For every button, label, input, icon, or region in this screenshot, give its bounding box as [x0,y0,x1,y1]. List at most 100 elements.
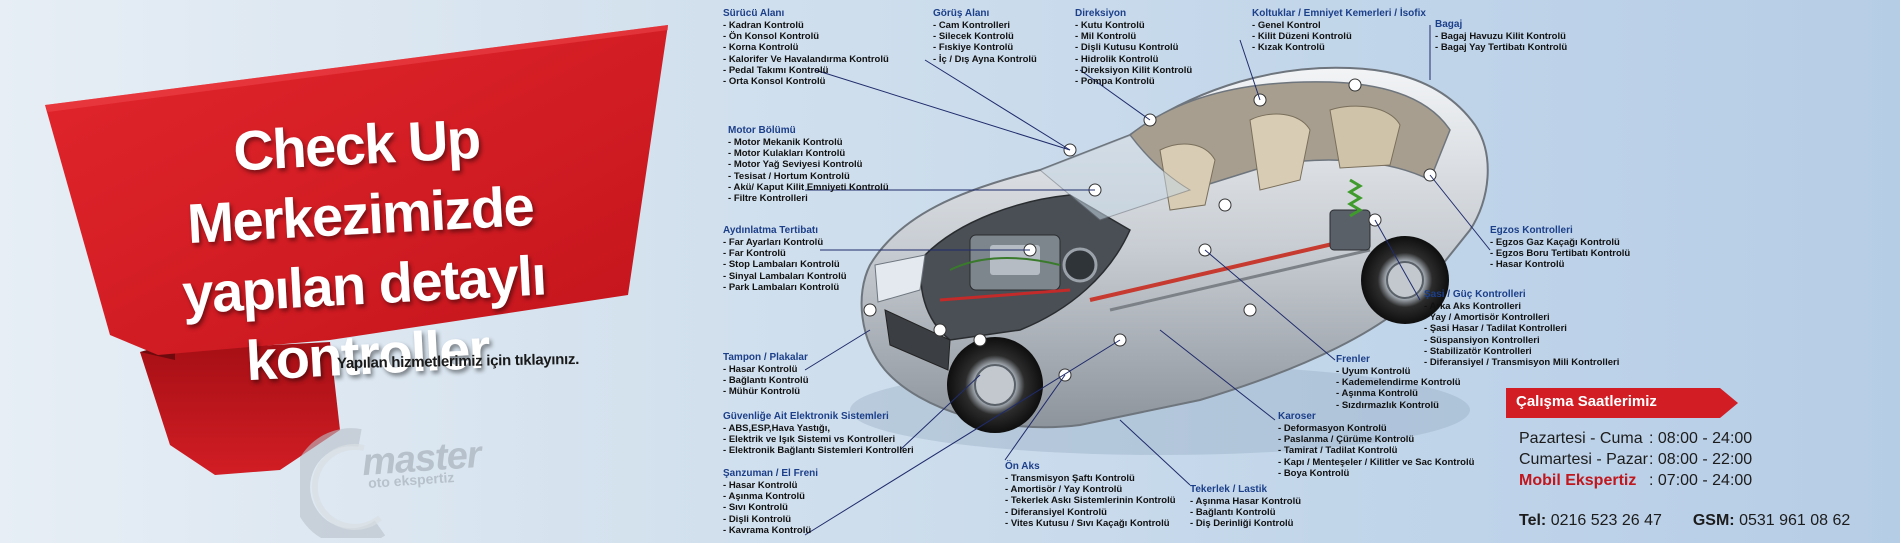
list-item: Hasar Kontrolü [1490,259,1630,270]
list-item: Şasi Hasar / Tadilat Kontrolleri [1424,323,1619,334]
list-item: Kapı / Menteşeler / Kilitler ve Sac Kont… [1278,457,1475,468]
group-title: Karoser [1278,411,1316,422]
group-title: Görüş Alanı [933,8,990,19]
group-engine: Motor Bölümü Motor Mekanik KontrolüMotor… [728,124,889,204]
list-item: Akü/ Kaput Kilit Emniyeti Kontrolü [728,182,888,193]
group-transmission: Şanzuman / El Freni Hasar KontrolüAşınma… [723,467,818,536]
list-item: Arka Aks Kontrolleri [1424,301,1619,312]
list-item: Kilit Düzeni Kontrolü [1252,31,1426,42]
list-item: Korna Kontrolü [723,42,889,53]
list-item: Sızdırmazlık Kontrolü [1336,400,1461,411]
hours-day: Mobil Ekspertiz [1519,472,1637,489]
list-item: Hidrolik Kontrolü [1075,54,1192,65]
list-item: Dişli Kontrolü [723,514,818,525]
list-item: Sinyal Lambaları Kontrolü [723,271,847,282]
group-visibility: Görüş Alanı Cam KontrolleriSilecek Kontr… [933,7,1037,65]
group-title: Koltuklar / Emniyet Kemerleri / İsofix [1252,8,1426,19]
group-title: Güvenliğe Ait Elektronik Sistemleri [723,411,889,422]
group-title: Egzos Kontrolleri [1490,225,1573,236]
tel-label: Tel: [1519,512,1547,529]
list-item: Egzos Boru Tertibatı Kontrolü [1490,248,1630,259]
list-item: Uyum Kontrolü [1336,366,1461,377]
group-chassis: Şasi / Güç Kontrolleri Arka Aks Kontroll… [1424,288,1619,368]
list-item: Direksiyon Kilit Kontrolü [1075,65,1192,76]
list-item: Bağlantı Kontrolü [723,375,809,386]
logo-swoosh-icon [300,428,386,538]
group-title: Bagaj [1435,19,1463,30]
group-title: Sürücü Alanı [723,8,785,19]
list-item: Kalorifer Ve Havalandırma Kontrolü [723,54,889,65]
list-item: Diferansiyel / Transmisyon Mili Kontroll… [1424,357,1620,368]
hours-row-mobile: Mobil Ekspertiz : 07:00 - 24:00 [1519,470,1752,491]
group-seats: Koltuklar / Emniyet Kemerleri / İsofix G… [1252,7,1426,54]
list-item: Yay / Amortisör Kontrolleri [1424,312,1619,323]
hours-time: : 07:00 - 24:00 [1649,472,1753,489]
hours-row: Pazartesi - Cuma: 08:00 - 24:00 [1519,428,1752,449]
group-title: Direksiyon [1075,8,1127,19]
group-title: Şasi / Güç Kontrolleri [1424,289,1526,300]
list-item: Filtre Kontrolleri [728,193,889,204]
list-item: Elektronik Bağlantı Sistemleri Kontrolle… [723,445,914,456]
gsm-label: GSM: [1692,512,1735,529]
list-item: Kutu Kontrolü [1075,20,1192,31]
group-steering: Direksiyon Kutu KontrolüMil KontrolüDişl… [1075,7,1192,87]
list-item: Genel Kontrol [1252,20,1426,31]
list-item: Aşınma Hasar Kontrolü [1190,496,1301,507]
contact-info: Tel: 0216 523 26 47 GSM: 0531 961 08 62 [1519,512,1850,530]
group-title: Motor Bölümü [728,125,796,136]
list-item: ABS,ESP,Hava Yastığı, [723,423,914,434]
list-item: Motor Mekanik Kontrolü [728,137,889,148]
group-bumper-plates: Tampon / Plakalar Hasar KontrolüBağlantı… [723,351,809,398]
group-tires: Tekerlek / Lastik Aşınma Hasar KontrolüB… [1190,483,1301,530]
list-item: Amortisör / Yay Kontrolü [1005,484,1176,495]
list-item: Hasar Kontrolü [723,480,818,491]
group-title: Frenler [1336,354,1370,365]
group-title: Ön Aks [1005,461,1040,472]
list-item: Boya Kontrolü [1278,468,1474,479]
list-item: Ön Konsol Kontrolü [723,31,889,42]
list-item: Diş Derinliği Kontrolü [1190,518,1301,529]
list-item: Motor Yağ Seviyesi Kontrolü [728,159,889,170]
list-item: Süspansiyon Kontrolleri [1424,335,1619,346]
list-item: Kademelendirme Kontrolü [1336,377,1461,388]
group-lighting: Aydınlatma Tertibatı Far Ayarları Kontro… [723,224,847,293]
list-item: Cam Kontrolleri [933,20,1037,31]
list-item: Tekerlek Askı Sistemlerinin Kontrolü [1005,495,1176,506]
list-item: Vites Kutusu / Sıvı Kaçağı Kontrolü [1005,518,1176,529]
list-item: Aşınma Kontrolü [723,491,818,502]
list-item: Mühür Kontrolü [723,386,809,397]
list-item: Dişli Kutusu Kontrolü [1075,42,1192,53]
list-item: İç / Dış Ayna Kontrolü [933,54,1037,65]
list-item: Park Lambaları Kontrolü [723,282,847,293]
group-title: Tekerlek / Lastik [1190,484,1268,495]
list-item: Kızak Kontrolü [1252,42,1426,53]
list-item: Egzos Gaz Kaçağı Kontrolü [1490,237,1630,248]
hours-time: : 08:00 - 22:00 [1649,451,1753,468]
list-item: Orta Konsol Kontrolü [723,76,889,87]
gsm-number[interactable]: 0531 961 08 62 [1739,512,1851,529]
group-brakes: Frenler Uyum KontrolüKademelendirme Kont… [1336,353,1461,411]
tel-number[interactable]: 0216 523 26 47 [1550,512,1662,529]
list-item: Fıskiye Kontrolü [933,42,1037,53]
hours-day: Pazartesi - Cuma [1519,430,1643,447]
group-title: Tampon / Plakalar [723,352,808,363]
list-item: Far Ayarları Kontrolü [723,237,847,248]
hours-row: Cumartesi - Pazar: 08:00 - 22:00 [1519,449,1752,470]
list-item: Diferansiyel Kontrolü [1005,507,1176,518]
group-title: Şanzuman / El Freni [723,468,819,479]
list-item: Pompa Kontrolü [1075,76,1192,87]
list-item: Transmisyon Şaftı Kontrolü [1005,473,1176,484]
list-item: Motor Kulakları Kontrolü [728,148,889,159]
list-item: Kavrama Kontrolü [723,525,818,536]
hours-title-ribbon [1506,388,1738,418]
list-item: Elektrik ve Işık Sistemi vs Kontrolleri [723,434,914,445]
list-item: Aşınma Kontrolü [1336,388,1461,399]
hours-day: Cumartesi - Pazar [1519,451,1648,468]
group-body: Karoser Deformasyon KontrolüPaslanma / Ç… [1278,410,1474,479]
list-item: Stop Lambaları Kontrolü [723,259,847,270]
list-item: Mil Kontrolü [1075,31,1192,42]
